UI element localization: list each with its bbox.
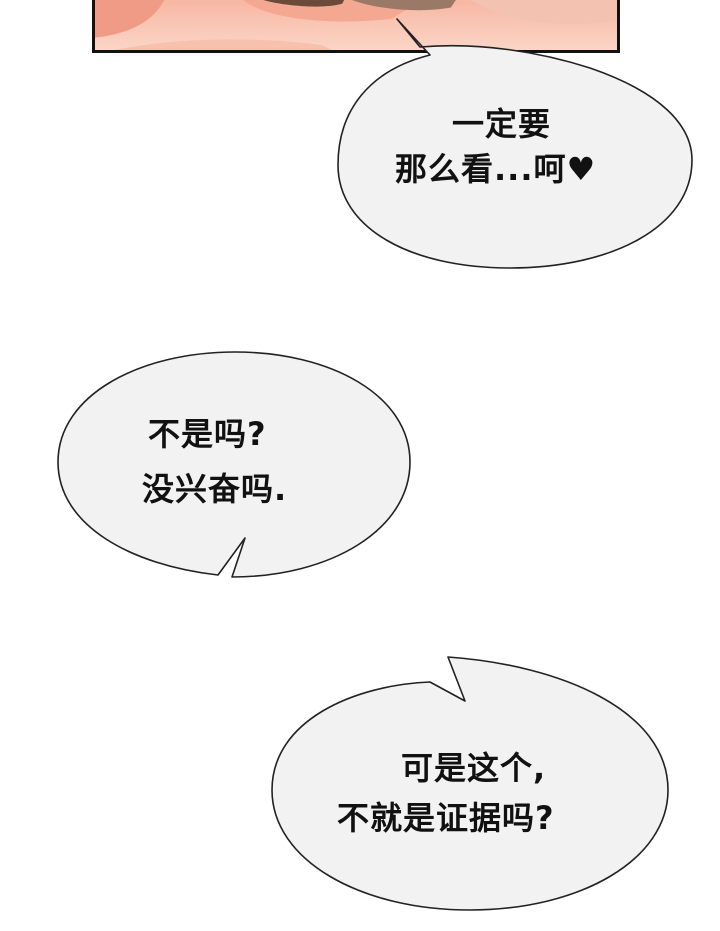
comic-panel-top	[92, 0, 620, 53]
speech-bubble-3	[271, 656, 669, 911]
bubble-2-line-2: 没兴奋吗.	[142, 470, 288, 508]
speech-bubble-2	[57, 351, 411, 578]
bubble-1-line-2: 那么看...呵♥	[395, 150, 597, 188]
panel-artwork	[95, 0, 617, 50]
speech-bubble-1	[337, 18, 693, 269]
bubble-3-line-2: 不就是证据吗?	[337, 799, 555, 837]
bubble-2-line-1: 不是吗?	[148, 415, 267, 453]
bubble-1-line-1: 一定要	[452, 105, 552, 143]
bubble-3-line-1: 可是这个,	[401, 749, 547, 787]
